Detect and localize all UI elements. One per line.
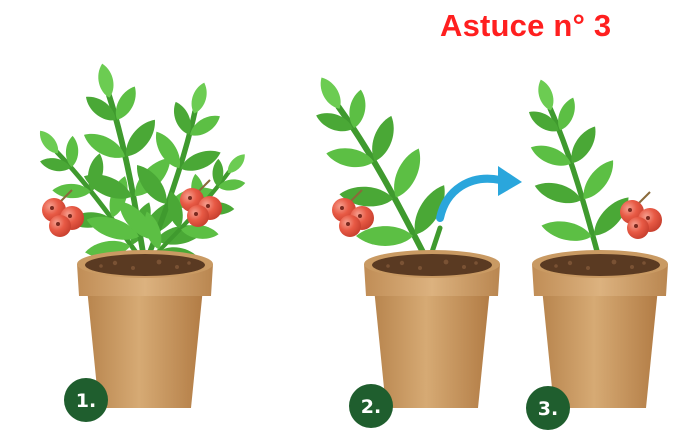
step-1-plant bbox=[6, 52, 275, 408]
step-1-label: 1. bbox=[76, 390, 96, 412]
step-2-plant bbox=[274, 49, 522, 408]
step-2-label: 2. bbox=[361, 396, 381, 418]
cut-stem bbox=[432, 228, 440, 252]
step-2-badge: 2. bbox=[349, 384, 393, 428]
pot-icon bbox=[532, 250, 668, 408]
step-3-badge: 3. bbox=[526, 386, 570, 430]
pot-icon bbox=[364, 250, 500, 408]
curved-arrow-icon bbox=[440, 166, 522, 218]
step-3-plant bbox=[494, 64, 668, 408]
step-3-label: 3. bbox=[538, 398, 558, 420]
step-1-badge: 1. bbox=[64, 378, 108, 422]
